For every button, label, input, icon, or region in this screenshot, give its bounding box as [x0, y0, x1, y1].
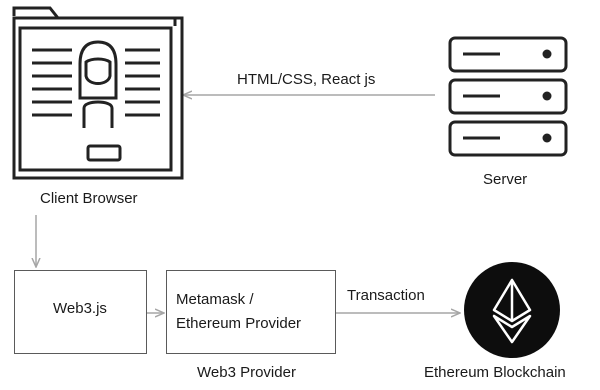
ethereum-blockchain-label: Ethereum Blockchain: [424, 364, 566, 381]
metamask-label-line2: Ethereum Provider: [176, 315, 302, 332]
web3js-box: Web3.js: [14, 270, 147, 354]
transaction-label: Transaction: [347, 287, 425, 304]
metamask-label-line1: Metamask /: [176, 291, 254, 308]
html-css-react-label: HTML/CSS, React js: [237, 71, 376, 88]
server-label: Server: [483, 171, 528, 188]
metamask-provider-box: Metamask / Ethereum Provider: [166, 270, 336, 354]
client-browser-label: Client Browser: [40, 190, 138, 207]
web3-provider-label: Web3 Provider: [197, 364, 296, 381]
user-avatar-icon: [78, 40, 118, 128]
web3js-label: Web3.js: [53, 300, 107, 317]
